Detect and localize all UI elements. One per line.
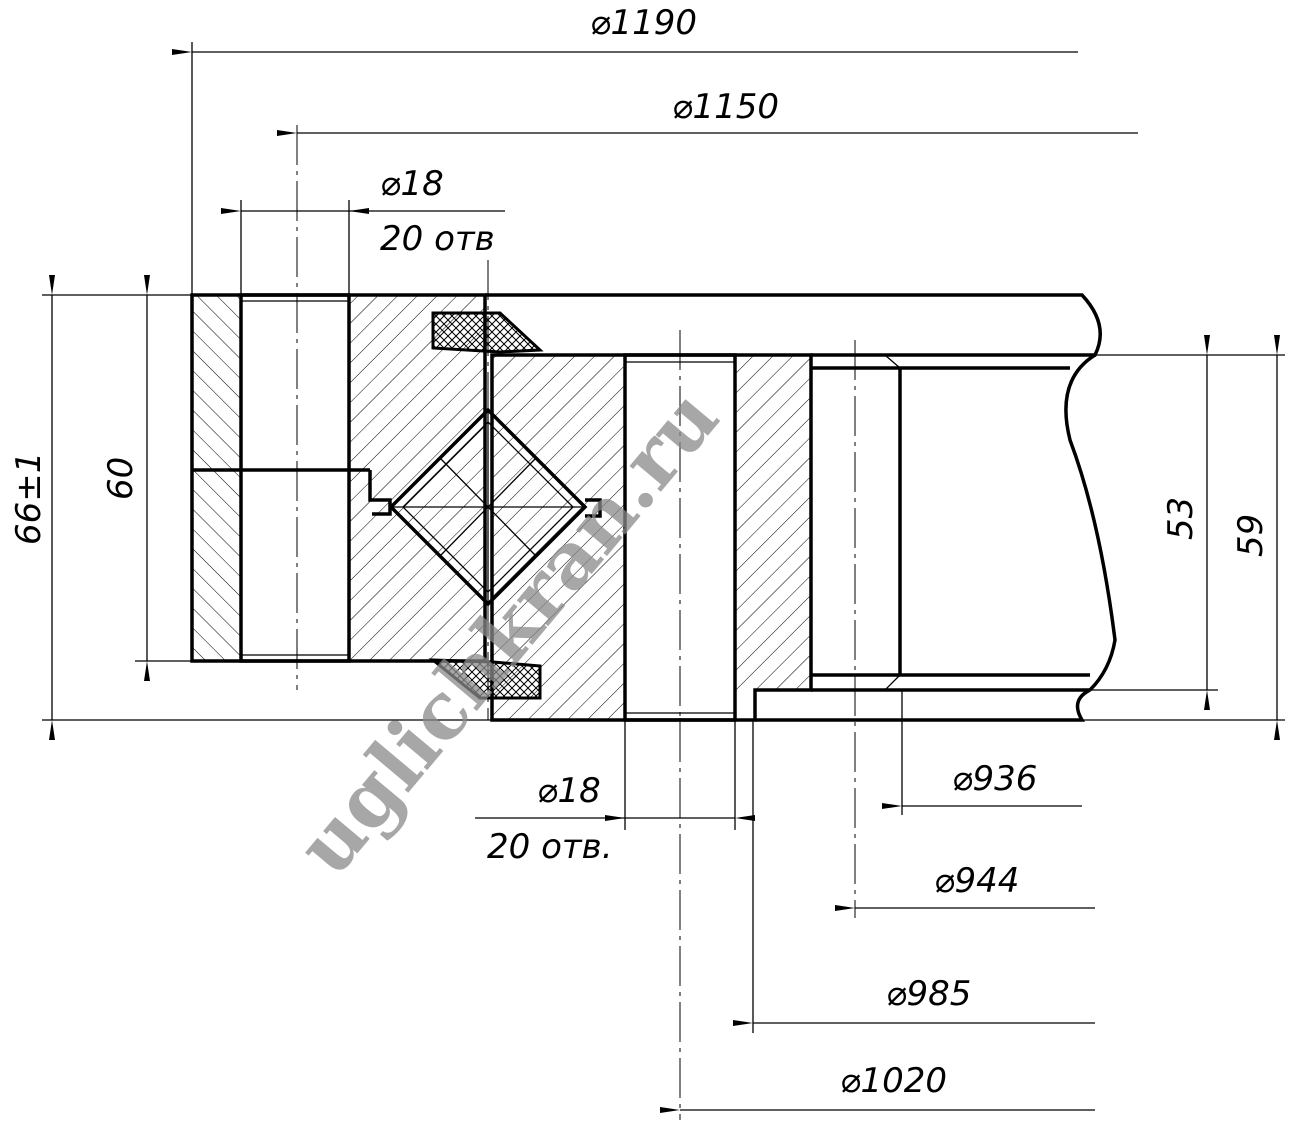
dim-d944: ⌀944 <box>934 861 1019 901</box>
dim-d936: ⌀936 <box>952 759 1037 799</box>
dim-d1150: ⌀1150 <box>672 87 779 127</box>
dim-height-53: 53 <box>1161 497 1201 540</box>
dim-d1190: ⌀1190 <box>590 3 697 43</box>
dim-hole-bottom-count: 20 отв. <box>487 827 613 867</box>
dim-height-outer: 60 <box>101 457 141 500</box>
ring-body-break <box>485 293 1117 722</box>
dim-d1020: ⌀1020 <box>840 1061 947 1101</box>
dimension-lines <box>42 42 1285 1113</box>
dim-d985: ⌀985 <box>886 974 971 1014</box>
seal-top <box>431 311 544 354</box>
dim-height-total: 66±1 <box>9 452 49 545</box>
outer-ring-section <box>190 293 487 663</box>
seal-bottom <box>428 658 542 700</box>
dim-height-59: 59 <box>1231 514 1271 557</box>
dim-hole-top-count: 20 отв <box>380 219 495 259</box>
dim-hole-bottom-dia: ⌀18 <box>537 771 601 811</box>
dim-hole-top-dia: ⌀18 <box>380 164 444 204</box>
